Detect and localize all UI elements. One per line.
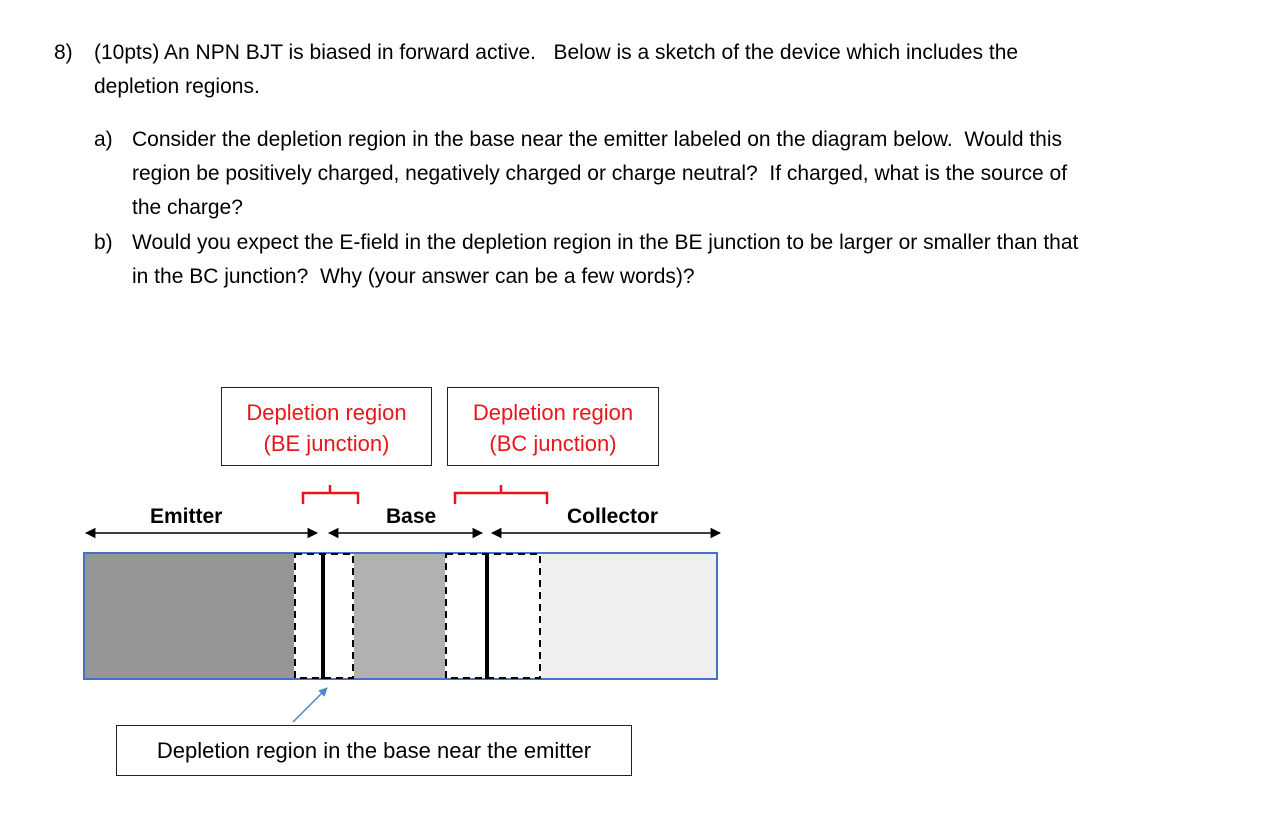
part-b-line-2: in the BC junction? Why (your answer can… bbox=[132, 265, 695, 288]
part-b-marker: b) bbox=[94, 231, 113, 254]
bc-label-line-1: Depletion region bbox=[472, 400, 634, 425]
part-b-line-1: Would you expect the E-field in the depl… bbox=[132, 231, 1079, 254]
question-number: 8) bbox=[54, 41, 73, 64]
part-a-marker: a) bbox=[94, 128, 113, 151]
bc-depletion-boundary bbox=[445, 553, 541, 679]
question-line-1: 8) (10pts) An NPN BJT is biased in forwa… bbox=[54, 36, 1018, 70]
bc-bracket bbox=[453, 485, 549, 504]
collector-label: Collector bbox=[567, 505, 659, 528]
bc-depletion-region bbox=[445, 553, 541, 679]
part-a-line-1: Consider the depletion region in the bas… bbox=[132, 128, 1063, 151]
question-intro: (10pts) An NPN BJT is biased in forward … bbox=[94, 41, 1019, 64]
bc-label-line-2: (BC junction) bbox=[489, 431, 617, 456]
emitter-region bbox=[84, 553, 294, 679]
device-outline bbox=[83, 552, 718, 680]
callout-arrow bbox=[292, 687, 328, 723]
collector-region bbox=[541, 553, 717, 679]
be-bracket bbox=[301, 485, 360, 504]
base-region bbox=[354, 553, 445, 679]
be-label-line-2: (BE junction) bbox=[263, 431, 390, 456]
base-label: Base bbox=[386, 505, 437, 528]
be-label-line-1: Depletion region bbox=[246, 400, 407, 425]
bc-depletion-label-box: Depletion region (BC junction) bbox=[447, 387, 659, 466]
part-a-line-3: the charge? bbox=[132, 196, 243, 219]
be-depletion-label-box: Depletion region (BE junction) bbox=[221, 387, 432, 466]
callout-box: Depletion region in the base near the em… bbox=[116, 725, 632, 776]
emitter-label: Emitter bbox=[150, 505, 223, 528]
part-a-line-2: region be positively charged, negatively… bbox=[132, 162, 1068, 185]
question-intro-continued: depletion regions. bbox=[94, 75, 260, 98]
callout-text: Depletion region in the base near the em… bbox=[156, 738, 592, 763]
